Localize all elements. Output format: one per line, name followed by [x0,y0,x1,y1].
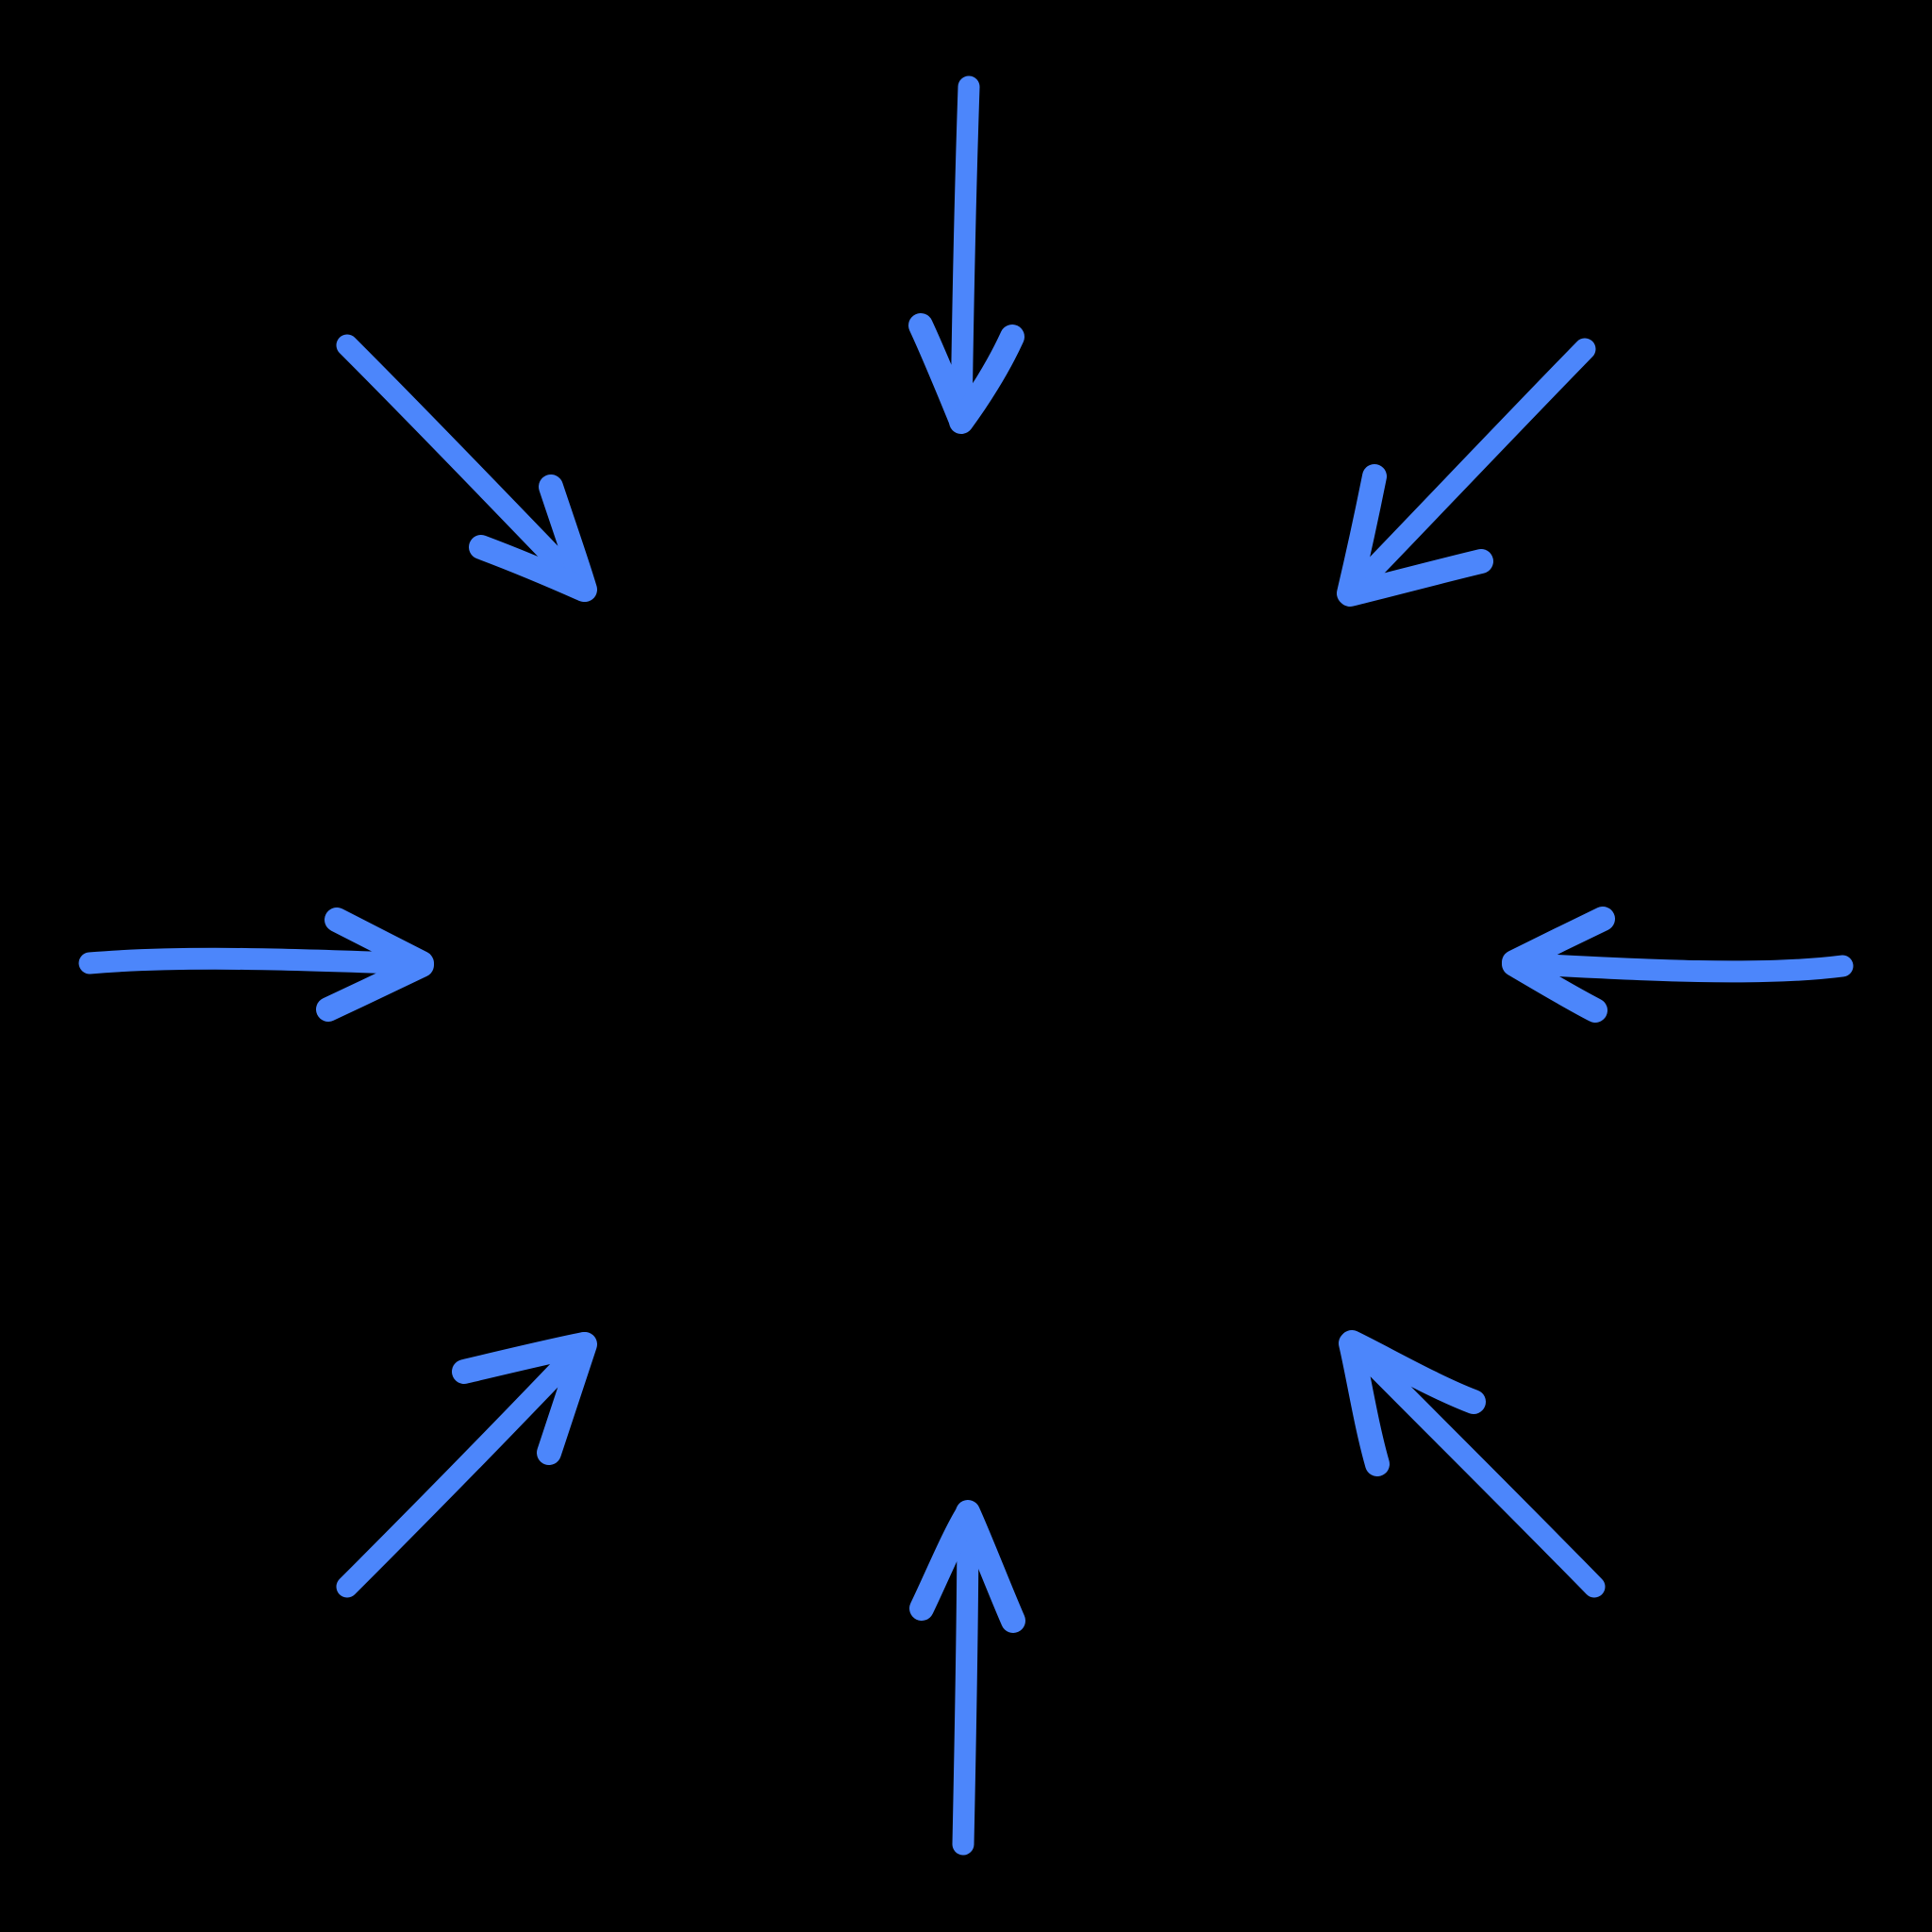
arrows-layer [78,75,1854,1856]
southeast-arrow [1339,1330,1606,1598]
west-arrow-shaft [78,947,434,975]
south-arrow-shaft [952,1500,979,1856]
west-arrow [78,908,434,1022]
northeast-arrow-shaft [1338,338,1596,606]
north-arrow-barb-right [949,325,1024,434]
south-arrow [909,1500,1025,1856]
southwest-arrow [336,1332,597,1598]
southwest-arrow-shaft [336,1332,596,1598]
southwest-arrow-barb-right [537,1332,597,1465]
north-arrow-shaft [950,75,980,434]
south-arrow-barb-right [956,1500,1025,1633]
east-arrow-shaft [1502,952,1854,983]
east-arrow [1502,907,1854,1023]
northwest-arrow-barb-right [469,535,596,602]
southeast-arrow-barb-right [1339,1331,1390,1476]
northeast-arrow [1337,338,1596,607]
southeast-arrow-shaft [1340,1330,1606,1598]
west-arrow-barb-right [316,953,434,1022]
northwest-arrow-shaft [336,334,596,601]
east-arrow-barb-right [1502,952,1607,1023]
northwest-arrow [336,334,597,602]
northeast-arrow-barb-right [1338,549,1493,607]
north-arrow [908,75,1024,434]
